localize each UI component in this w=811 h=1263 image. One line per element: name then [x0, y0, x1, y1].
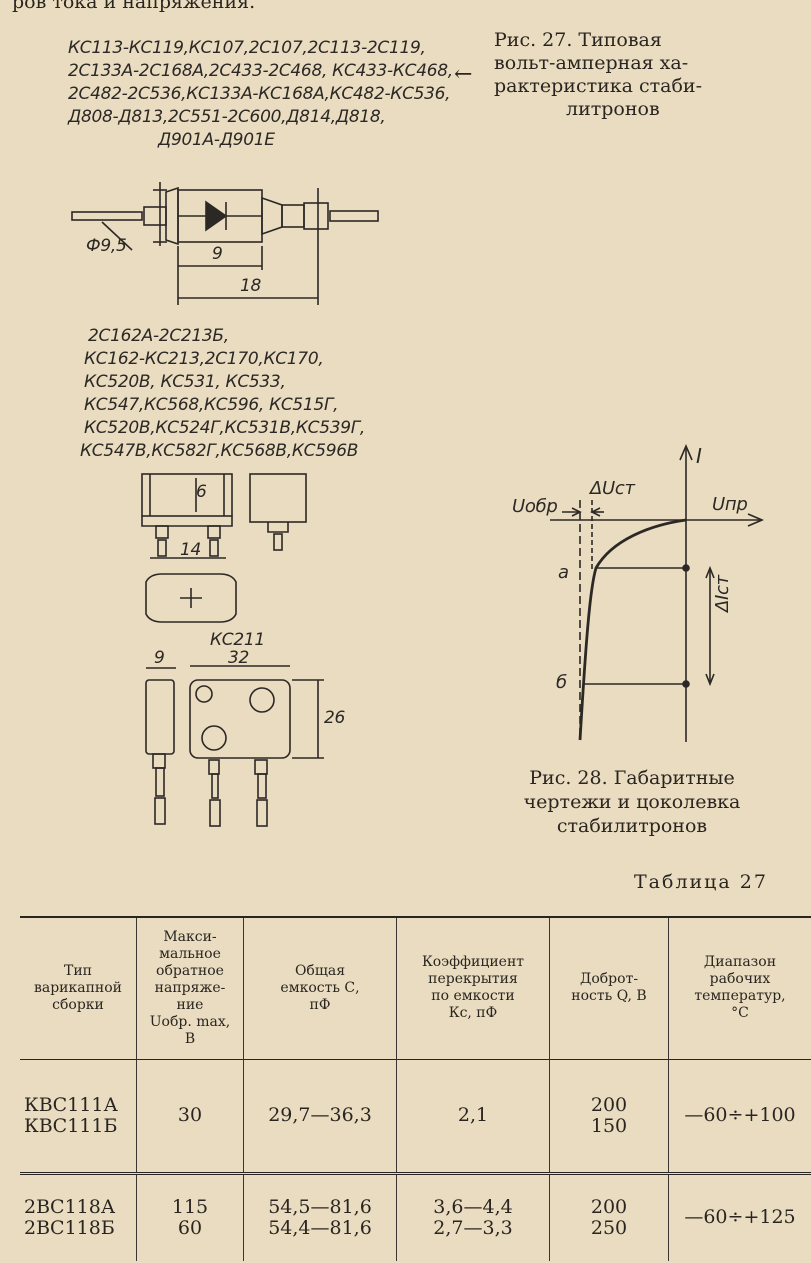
- type-line: КС520В, КС531, КС533,: [84, 372, 286, 392]
- dim-9-label: 9: [212, 244, 223, 264]
- type-line: 2С162А-2С213Б,: [88, 326, 229, 346]
- type-line: КС547В,КС582Г,КС568В,КС596В: [80, 441, 359, 461]
- table-cell: 2ВС118А 2ВС118Б: [20, 1171, 137, 1261]
- figure-28-caption: Рис. 28. Габаритные чертежи и цоколевка …: [502, 768, 762, 837]
- table-cell: 30: [136, 1058, 244, 1173]
- figure-27-caption: Рис. 27. Типовая вольт-амперная ха- ракт…: [494, 29, 744, 120]
- arrow-left-icon: ←: [454, 62, 473, 87]
- column-header: Макси- мальное обратное напряже- ние Uоб…: [136, 916, 244, 1059]
- caption-line: литронов: [566, 98, 660, 120]
- dim-32-label: 32: [228, 648, 250, 668]
- dim-14-label: 14: [180, 540, 202, 560]
- type-line: КС520В,КС524Г,КС531В,КС539Г,: [84, 418, 366, 438]
- table-cell: 200 250: [549, 1171, 669, 1261]
- top-text-fragment: ров тока и напряжения.: [12, 0, 256, 13]
- table-title: Таблица 27: [634, 871, 768, 893]
- point-a-label: а: [558, 562, 569, 583]
- diameter-dim-label: Ф9,5: [86, 236, 127, 256]
- table-cell: 54,5—81,6 54,4—81,6: [243, 1171, 397, 1261]
- drawings-canvas: [71, 182, 765, 827]
- column-header: Доброт- ность Q, В: [549, 916, 669, 1059]
- table-cell: 29,7—36,3: [243, 1058, 397, 1173]
- table-cell: 2,1: [396, 1058, 550, 1173]
- column-header: Коэффициент перекрытия по емкости Кс, пФ: [396, 916, 550, 1059]
- table-header-row: Тип варикапной сборки Макси- мальное обр…: [20, 916, 811, 1059]
- delta-i-label: ΔIст: [712, 575, 733, 612]
- caption-line: чертежи и цоколевка: [523, 791, 741, 813]
- caption-line: вольт-амперная ха-: [494, 52, 689, 74]
- caption-line: стабилитронов: [556, 815, 708, 837]
- type-line: 2С482-2С536,КС133А-КС168А,КС482-КС536,: [68, 84, 451, 104]
- dim-6-label: 6: [196, 482, 207, 502]
- column-header: Диапазон рабочих температур, °С: [668, 916, 811, 1059]
- table-cell: 200 150: [549, 1058, 669, 1173]
- type-line: 2С133А-2С168А,2С433-2С468, КС433-КС468,: [68, 61, 453, 81]
- kc211-label: КС211: [210, 630, 265, 650]
- caption-line: рактеристика стаби-: [494, 75, 703, 97]
- caption-line: Рис. 27. Типовая: [494, 29, 662, 51]
- kc211-package-drawing: [145, 665, 324, 827]
- table-row: 2ВС118А 2ВС118Б 115 60 54,5—81,6 54,4—81…: [20, 1171, 811, 1261]
- table-row: КВС111А КВС111Б 30 29,7—36,3 2,1 200 150…: [20, 1058, 811, 1173]
- dim-26-label: 26: [324, 708, 346, 728]
- dim-9-label: 9: [154, 648, 165, 668]
- type-line: КС547,КС568,КС596, КС515Г,: [84, 395, 339, 415]
- point-b-label: б: [556, 672, 567, 693]
- table-cell: —60÷+100: [668, 1058, 811, 1173]
- diode-group-2-label: 2С162А-2С213Б, КС162-КС213,2С170,КС170, …: [80, 326, 366, 462]
- u-forward-label: Uпр: [712, 494, 748, 515]
- plastic-package-drawing: [141, 473, 307, 623]
- delta-u-label: ΔUст: [590, 478, 635, 499]
- column-header: Общая емкость С, пФ: [243, 916, 397, 1059]
- vac-characteristic-plot: [550, 443, 765, 742]
- i-axis-label: I: [696, 444, 702, 468]
- dim-18-label: 18: [240, 276, 262, 296]
- type-line: Д901А-Д901Е: [158, 130, 275, 150]
- table-cell: —60÷+125: [668, 1171, 811, 1261]
- table-cell: 3,6—4,4 2,7—3,3: [396, 1171, 550, 1261]
- axial-diode-drawing: [71, 182, 379, 305]
- caption-line: Рис. 28. Габаритные: [529, 767, 735, 789]
- type-line: Д808-Д813,2С551-2С600,Д814,Д818,: [68, 107, 386, 127]
- varicap-table: Тип варикапной сборки Макси- мальное обр…: [20, 916, 811, 1261]
- type-line: КС113-КС119,КС107,2С107,2С113-2С119,: [68, 38, 426, 58]
- column-header: Тип варикапной сборки: [20, 916, 137, 1059]
- table-cell: КВС111А КВС111Б: [20, 1058, 137, 1173]
- table-cell: 115 60: [136, 1171, 244, 1261]
- diode-group-1-label: КС113-КС119,КС107,2С107,2С113-2С119, 2С1…: [68, 38, 453, 151]
- u-reverse-label: Uобр: [512, 496, 558, 517]
- type-line: КС162-КС213,2С170,КС170,: [84, 349, 324, 369]
